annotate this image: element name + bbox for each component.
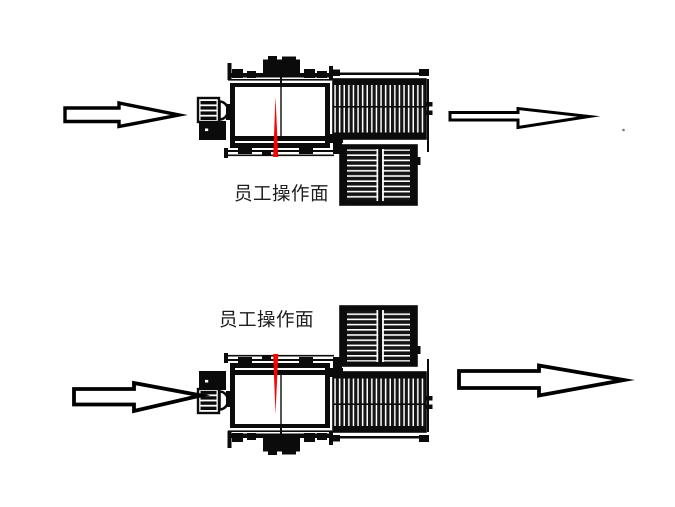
speck-artifact <box>622 128 625 132</box>
outflow-arrow-top-icon <box>448 106 601 130</box>
outflow-arrow-bottom-icon <box>457 363 635 398</box>
inflow-arrow-top-icon <box>63 100 188 129</box>
inflow-arrow-bottom-icon <box>72 380 211 414</box>
operator-side-label-top: 员工操作面 <box>234 183 330 204</box>
operator-side-label-bottom: 员工操作面 <box>219 309 315 330</box>
